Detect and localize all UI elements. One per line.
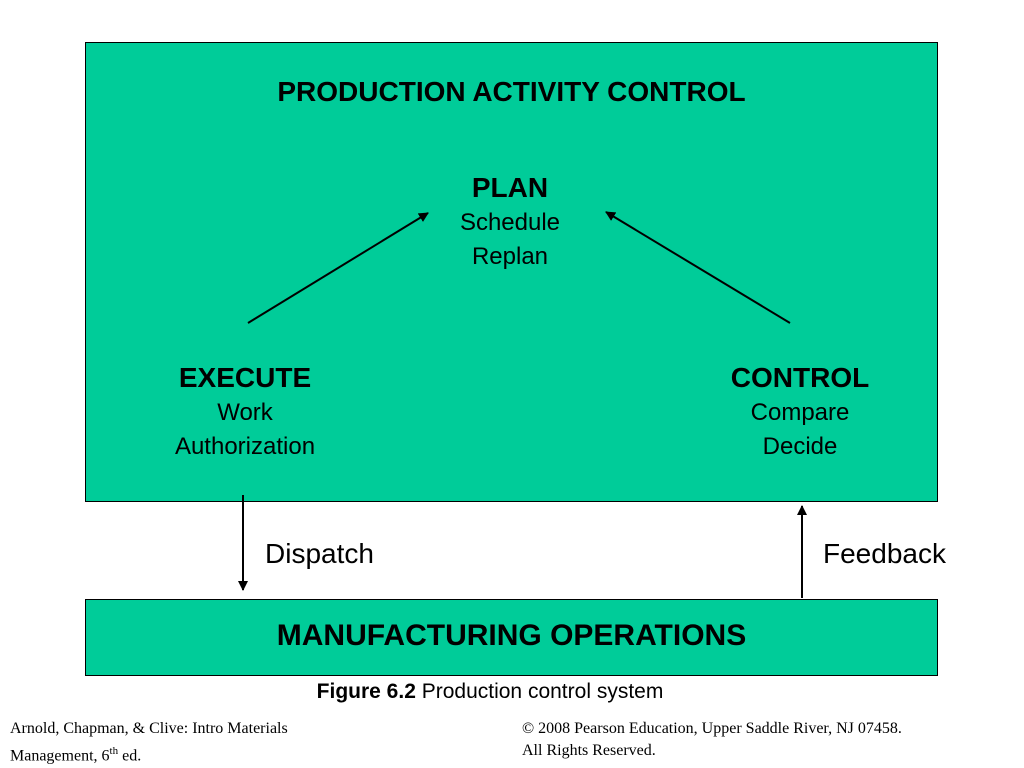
footer-citation-line1: Arnold, Chapman, & Clive: Intro Material… xyxy=(10,720,288,737)
footer-citation: Arnold, Chapman, & Clive: Intro Material… xyxy=(10,718,430,767)
pac-title: PRODUCTION ACTIVITY CONTROL xyxy=(277,76,746,107)
figure-number: Figure 6.2 xyxy=(316,680,416,703)
plan-node: PLAN Schedule Replan xyxy=(410,170,610,274)
plan-replan-label: Replan xyxy=(471,243,549,270)
control-compare-label: Compare xyxy=(750,399,850,426)
dispatch-label: Dispatch xyxy=(265,538,374,569)
control-node: CONTROL Compare Decide xyxy=(680,360,920,464)
production-activity-control-box xyxy=(85,42,938,502)
footer-citation-edition: ed. xyxy=(118,747,142,765)
execute-node: EXECUTE Work Authorization xyxy=(125,360,365,464)
footer-copyright-line2: All Rights Reserved. xyxy=(522,742,656,759)
footer-citation-ordinal: th xyxy=(109,745,119,757)
execute-heading: EXECUTE xyxy=(178,362,312,393)
footer-citation-line2: Management, 6th ed. xyxy=(10,740,430,767)
execute-work-label: Work xyxy=(217,399,273,426)
control-heading: CONTROL xyxy=(730,362,870,393)
manufacturing-operations-title: MANUFACTURING OPERATIONS xyxy=(276,619,747,652)
manufacturing-operations-box xyxy=(85,599,938,676)
footer-copyright-line1: © 2008 Pearson Education, Upper Saddle R… xyxy=(522,720,902,737)
figure-caption: Figure 6.2 Production control system xyxy=(0,680,1002,704)
plan-heading: PLAN xyxy=(471,172,549,203)
footer-citation-line2-text: Management, 6 xyxy=(10,747,110,765)
execute-authorization-label: Authorization xyxy=(174,433,316,460)
figure-caption-text: Production control system xyxy=(421,680,664,703)
plan-schedule-label: Schedule xyxy=(459,209,561,236)
feedback-label: Feedback xyxy=(823,538,946,569)
control-decide-label: Decide xyxy=(762,433,838,460)
footer-copyright: © 2008 Pearson Education, Upper Saddle R… xyxy=(522,718,1022,762)
